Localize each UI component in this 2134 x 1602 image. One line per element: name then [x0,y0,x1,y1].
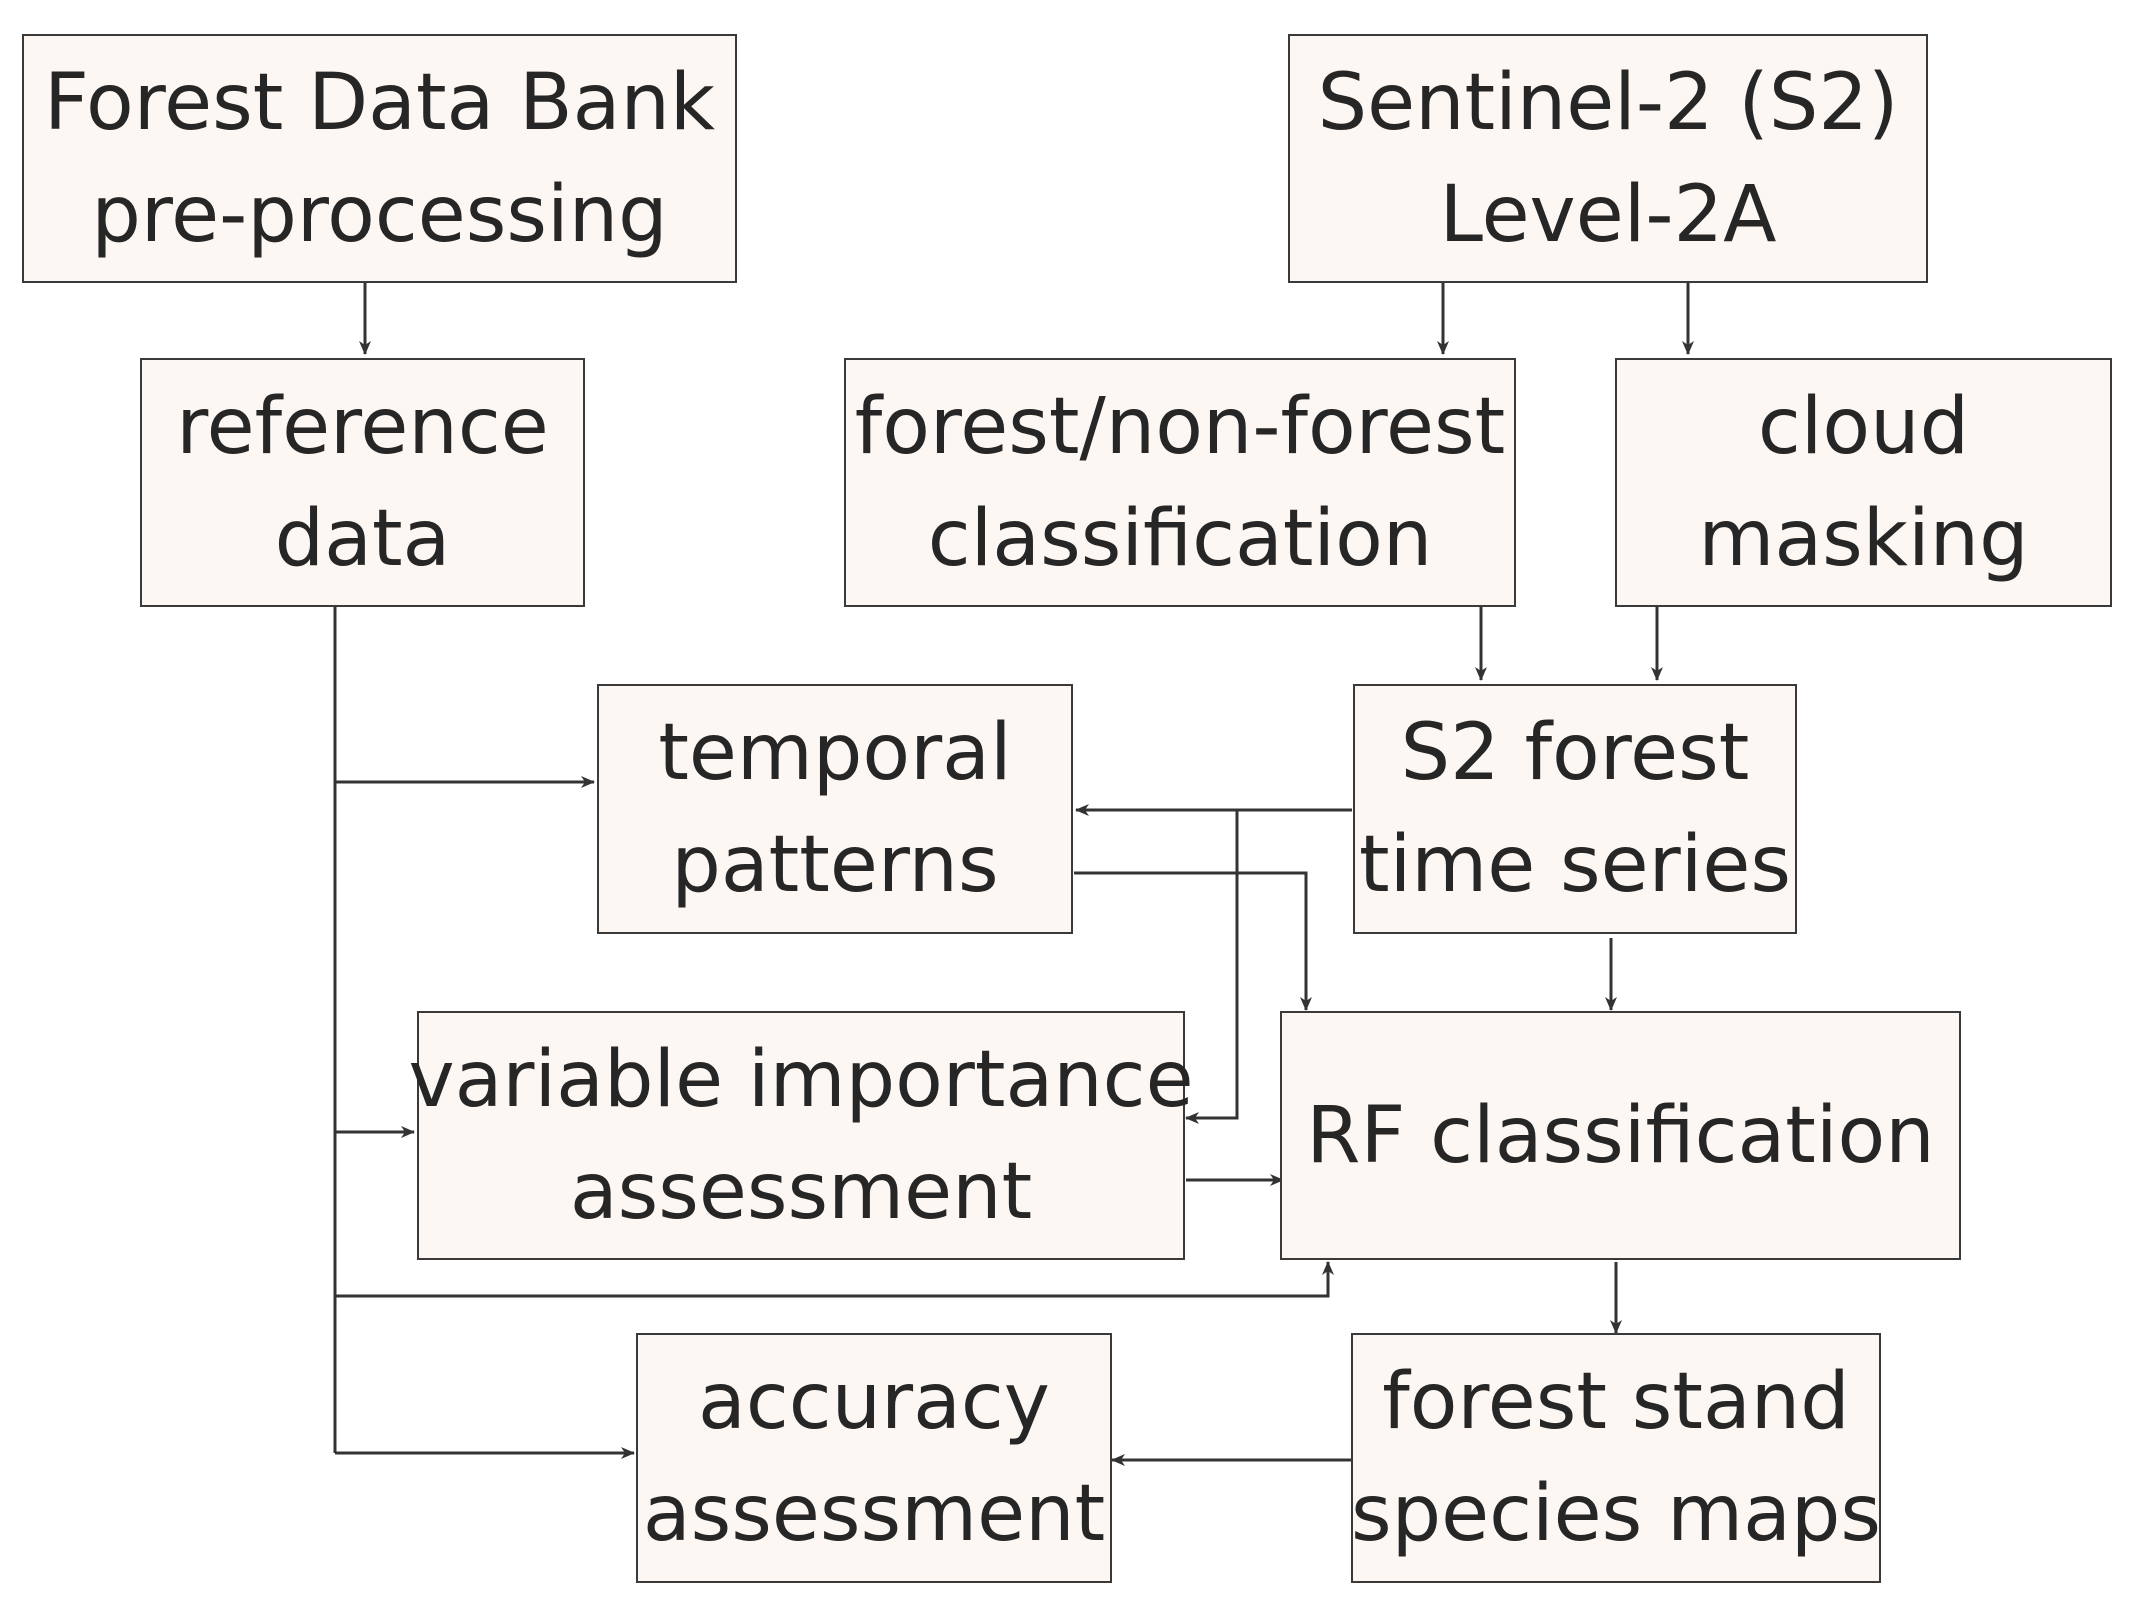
node-temporal-patterns-line-1: temporal [658,708,1012,798]
node-reference-data-line-1: reference [176,381,549,472]
node-s2-time-series: S2 forest time series [1353,684,1797,934]
node-forest-classification: forest/non-forest classification [844,358,1516,607]
node-rf-classification: RF classification [1280,1011,1961,1260]
node-s2-time-series-line-2: time series [1358,820,1791,910]
arrow-time-series-to-variable-importance [1185,810,1239,1124]
node-species-maps-line-2: species maps [1350,1469,1882,1559]
node-variable-importance: variable importance assessment [408,1011,1194,1260]
node-temporal-patterns-line-2: patterns [671,820,999,910]
node-forest-data-bank: Forest Data Bank pre-processing [22,34,737,283]
node-species-maps-line-1: forest stand [1382,1357,1850,1447]
node-s2-time-series-line-1: S2 forest [1400,708,1750,798]
arrow-temporal-patterns-to-rf [1074,871,1312,1011]
node-cloud-masking-line-2: masking [1698,493,2029,584]
node-reference-data-line-2: data [274,493,451,584]
node-accuracy-assessment: accuracy assessment [636,1333,1112,1583]
node-sentinel2: Sentinel-2 (S2) Level-2A [1288,34,1928,283]
node-forest-classification-line-2: classification [927,493,1433,584]
arrow-reference-to-rf-classification [335,1261,1334,1298]
node-sentinel2-line-2: Level-2A [1439,169,1777,260]
node-forest-classification-line-1: forest/non-forest [854,381,1506,472]
node-cloud-masking: cloud masking [1615,358,2112,607]
node-cloud-masking-line-1: cloud [1757,381,1970,472]
node-reference-data: reference data [140,358,585,607]
node-rf-classification-line-1: RF classification [1306,1090,1935,1181]
node-sentinel2-line-1: Sentinel-2 (S2) [1317,57,1899,148]
node-variable-importance-line-2: assessment [569,1146,1033,1237]
node-temporal-patterns: temporal patterns [597,684,1073,934]
node-variable-importance-line-1: variable importance [408,1034,1194,1125]
node-forest-data-bank-line-2: pre-processing [91,169,668,260]
node-accuracy-assessment-line-1: accuracy [698,1357,1050,1447]
node-forest-data-bank-line-1: Forest Data Bank [43,57,716,148]
node-species-maps: forest stand species maps [1351,1333,1881,1583]
node-accuracy-assessment-line-2: assessment [642,1469,1106,1559]
